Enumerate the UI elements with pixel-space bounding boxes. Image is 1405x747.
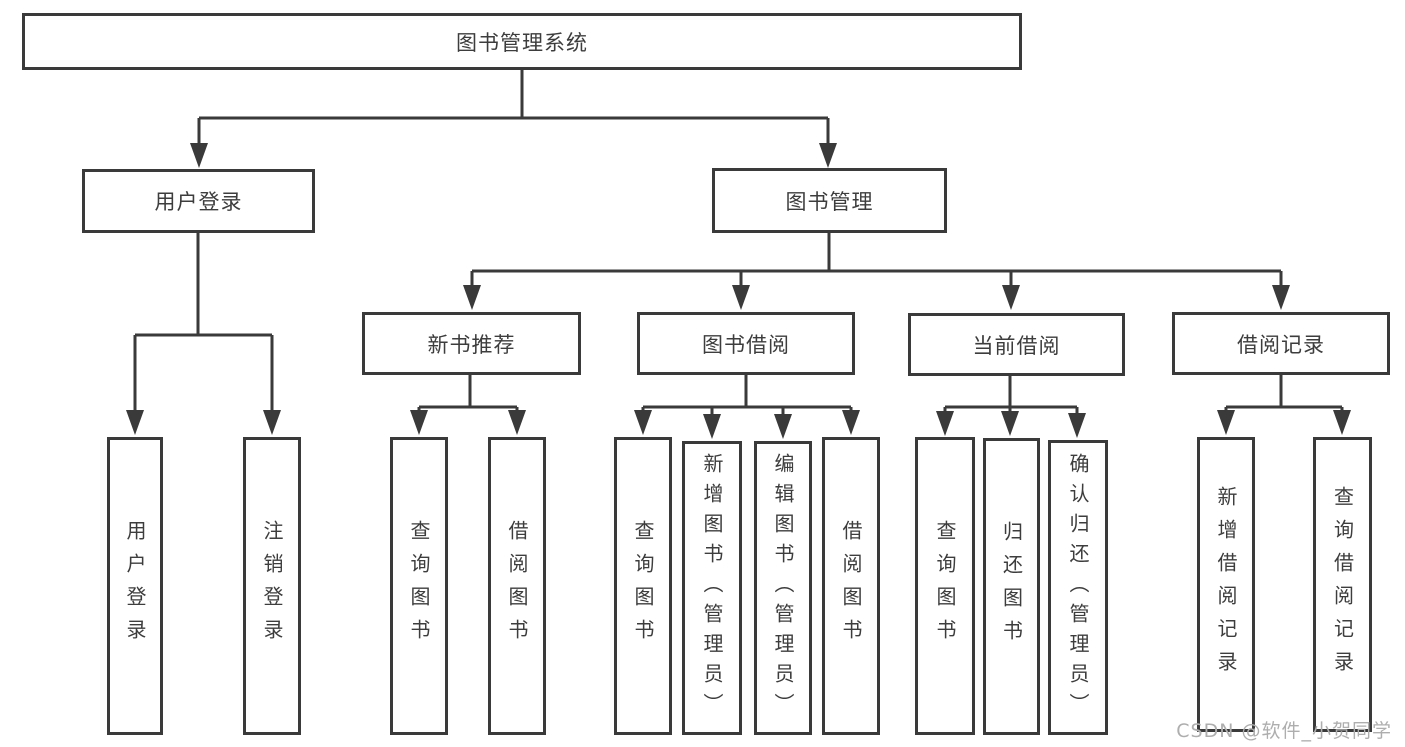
node-new-book-recommend: 新书推荐 bbox=[362, 312, 581, 375]
node-label: 新增图书（管理员） bbox=[700, 453, 724, 723]
node-leaf-add-book-admin: 新增图书（管理员） bbox=[682, 441, 742, 735]
connector-root-to-level2 bbox=[190, 70, 837, 168]
connector-current-borrow-children bbox=[936, 376, 1086, 438]
node-leaf-query-borrow-record: 查询借阅记录 bbox=[1313, 437, 1372, 732]
node-label: 注销登录 bbox=[260, 520, 284, 652]
node-label: 新书推荐 bbox=[427, 332, 516, 357]
node-label: 用户登录 bbox=[123, 520, 147, 652]
node-label: 查询图书 bbox=[407, 520, 431, 652]
node-label: 归还图书 bbox=[999, 520, 1024, 653]
node-book-management: 图书管理 bbox=[712, 168, 947, 233]
arrowhead-login bbox=[126, 410, 144, 435]
node-leaf-query-book-borrow: 查询图书 bbox=[614, 437, 672, 735]
node-leaf-logout: 注销登录 bbox=[243, 437, 301, 735]
connector-book-management-children bbox=[463, 233, 1290, 310]
node-label: 查询图书 bbox=[933, 520, 957, 652]
node-label: 图书借阅 bbox=[702, 332, 790, 357]
node-label: 确认归还（管理员） bbox=[1066, 452, 1090, 723]
node-label: 新增借阅记录 bbox=[1214, 485, 1238, 684]
node-leaf-return-book: 归还图书 bbox=[983, 438, 1040, 735]
node-label: 查询图书 bbox=[631, 520, 655, 652]
node-book-borrow: 图书借阅 bbox=[637, 312, 855, 375]
arrowhead-user-login bbox=[190, 143, 208, 168]
node-leaf-edit-book-admin: 编辑图书（管理员） bbox=[754, 441, 812, 735]
node-label: 图书管理 bbox=[785, 189, 874, 214]
connector-book-borrow-children bbox=[634, 375, 860, 439]
arrowhead-book-management bbox=[819, 143, 837, 168]
node-library-management-system: 图书管理系统 bbox=[22, 13, 1022, 70]
node-borrow-records: 借阅记录 bbox=[1172, 312, 1390, 375]
connector-borrow-records-children bbox=[1217, 375, 1351, 435]
node-current-borrow: 当前借阅 bbox=[908, 313, 1125, 376]
csdn-watermark: CSDN @软件_小贺同学 bbox=[1176, 720, 1392, 742]
node-leaf-query-book-newbooks: 查询图书 bbox=[390, 437, 448, 735]
node-label: 借阅记录 bbox=[1237, 332, 1325, 357]
node-leaf-borrow-book-newbooks: 借阅图书 bbox=[488, 437, 546, 735]
arrowhead-new-books bbox=[463, 285, 481, 310]
connector-new-books-children bbox=[410, 375, 526, 435]
node-leaf-user-login: 用户登录 bbox=[107, 437, 163, 735]
node-label: 查询借阅记录 bbox=[1330, 485, 1355, 684]
node-label: 编辑图书（管理员） bbox=[771, 453, 795, 723]
arrowhead-logout bbox=[263, 410, 281, 435]
node-leaf-query-book-current: 查询图书 bbox=[915, 437, 975, 735]
node-label: 图书管理系统 bbox=[456, 30, 588, 55]
arrowhead-book-borrow bbox=[732, 285, 750, 310]
node-leaf-borrow-book: 借阅图书 bbox=[822, 437, 880, 735]
node-leaf-confirm-return-admin: 确认归还（管理员） bbox=[1048, 440, 1108, 735]
node-label: 借阅图书 bbox=[505, 520, 529, 652]
node-leaf-add-borrow-record: 新增借阅记录 bbox=[1197, 437, 1255, 732]
node-user-login: 用户登录 bbox=[82, 169, 315, 233]
node-label: 当前借阅 bbox=[972, 333, 1061, 358]
connector-user-login-children bbox=[126, 233, 281, 435]
arrowhead-borrow-records bbox=[1272, 285, 1290, 310]
arrowhead-current-borrow bbox=[1002, 285, 1020, 310]
node-label: 借阅图书 bbox=[839, 520, 863, 652]
node-label: 用户登录 bbox=[154, 190, 243, 214]
